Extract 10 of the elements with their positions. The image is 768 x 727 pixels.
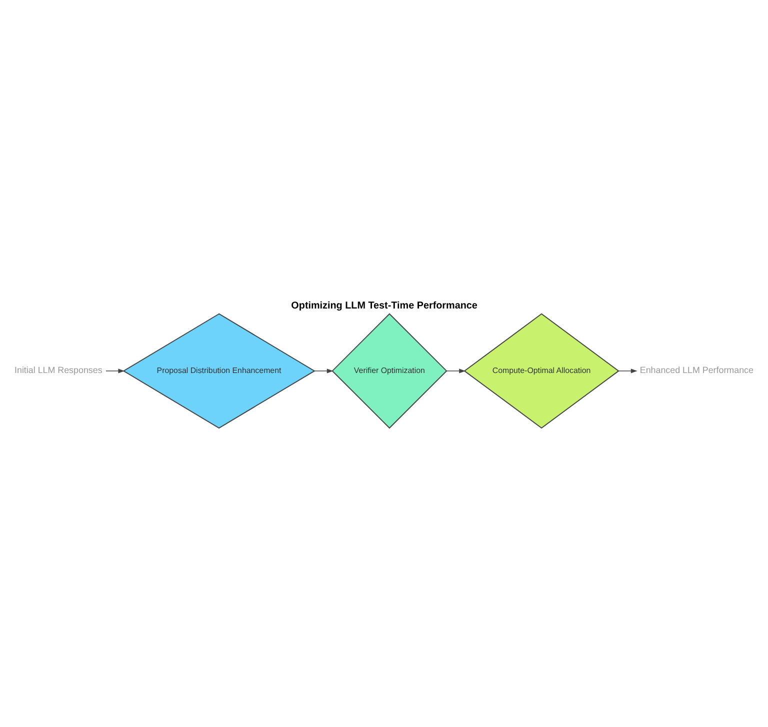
diagram-title: Optimizing LLM Test-Time Performance <box>291 300 478 312</box>
node-diamond: Compute-Optimal Allocation <box>464 313 620 429</box>
node-diamond: Proposal Distribution Enhancement <box>122 313 316 429</box>
arrow <box>106 368 125 374</box>
arrow <box>314 368 334 374</box>
node-text: Enhanced LLM Performance <box>640 365 754 376</box>
arrow <box>446 368 466 374</box>
arrow <box>618 368 638 374</box>
node-text: Initial LLM Responses <box>14 365 102 376</box>
node-diamond: Verifier Optimization <box>332 313 448 429</box>
